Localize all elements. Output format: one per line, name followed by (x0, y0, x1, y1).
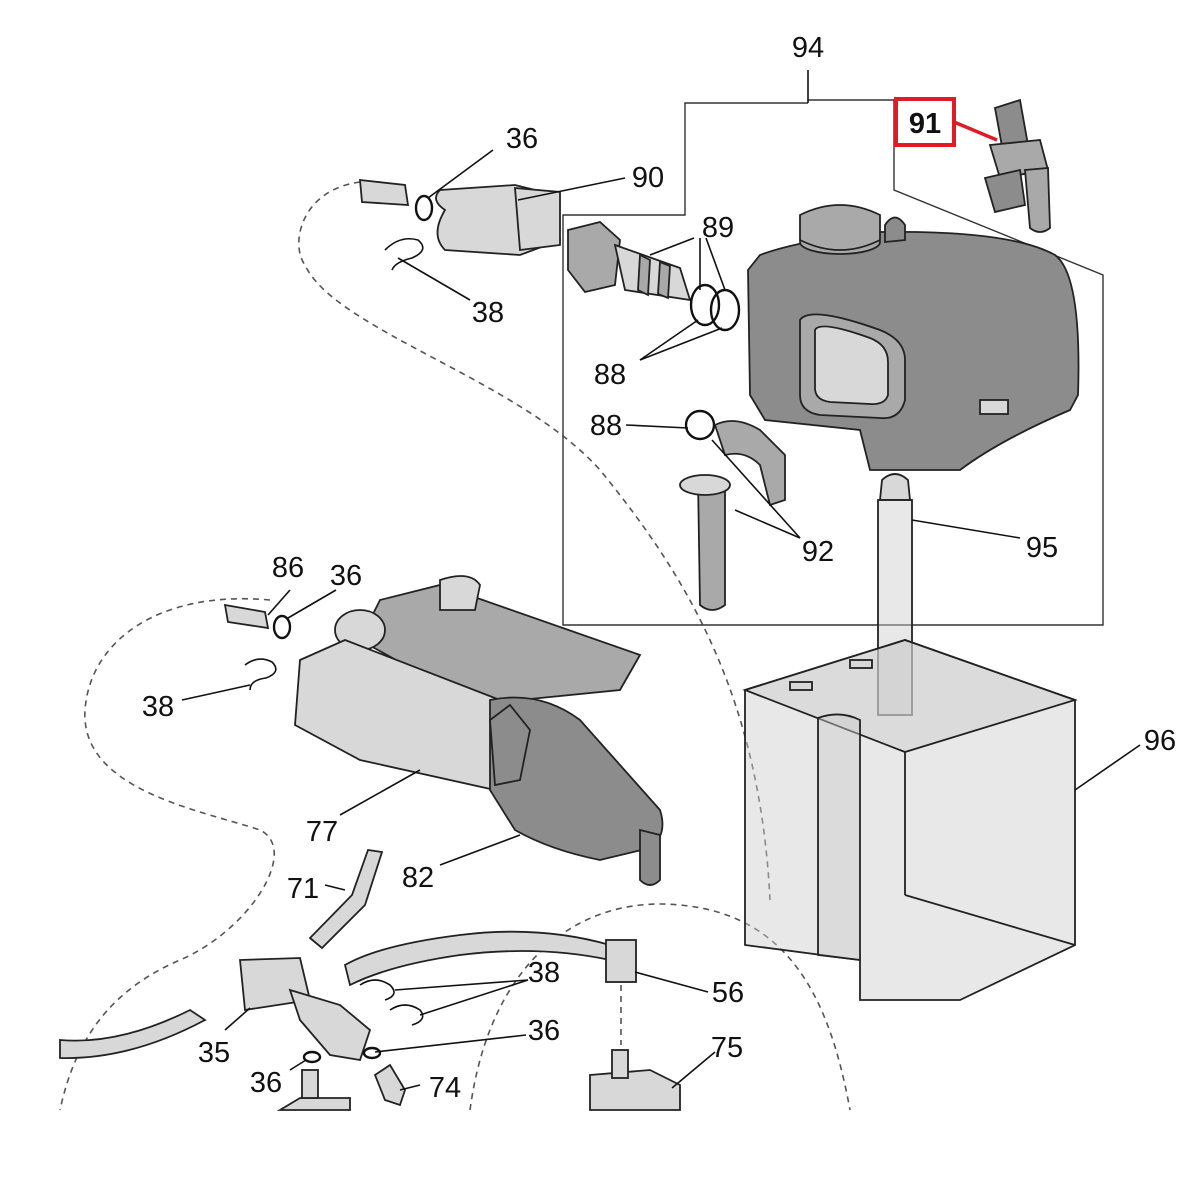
callout-90: 90 (632, 162, 664, 194)
callout-88: 88 (590, 410, 622, 442)
part-74-fitting (373, 1063, 406, 1107)
callout-74: 74 (429, 1072, 461, 1104)
part-71-hose (308, 849, 384, 950)
callout-91-highlight (894, 97, 998, 147)
part-35-valve (239, 957, 372, 1062)
part-82-motor (489, 696, 664, 886)
part-94-reservoir (747, 204, 1080, 471)
callout-77: 77 (306, 816, 338, 848)
callout-75: 75 (711, 1032, 743, 1064)
part-56-sensor (605, 939, 637, 1045)
lower-left-block (276, 1069, 351, 1111)
callout-36: 36 (506, 123, 538, 155)
callout-91: 91 (909, 108, 941, 140)
callout-95: 95 (1026, 532, 1058, 564)
callout-89: 89 (702, 212, 734, 244)
clips-38 (244, 237, 424, 1026)
part-75-block (589, 1049, 681, 1111)
callout-38: 38 (528, 957, 560, 989)
callout-86: 86 (272, 552, 304, 584)
leader-lines (181, 149, 1141, 1091)
part-96-water-tank (742, 639, 1078, 1001)
part-90-valve (359, 178, 561, 256)
o-rings-36 (272, 194, 434, 1064)
callout-36: 36 (250, 1067, 282, 1099)
callout-96: 96 (1144, 725, 1176, 757)
part-77-pump (223, 575, 642, 792)
callout-56: 56 (712, 977, 744, 1009)
callout-92: 92 (802, 536, 834, 568)
callout-36: 36 (528, 1015, 560, 1047)
part-91-valve (983, 98, 1051, 233)
callout-88: 88 (594, 359, 626, 391)
callout-71: 71 (287, 873, 319, 905)
callout-35: 35 (198, 1037, 230, 1069)
highlight-leader (953, 120, 998, 142)
part-95-pipe (877, 473, 913, 716)
part-89-fitting (567, 221, 692, 302)
callout-36: 36 (330, 560, 362, 592)
callout-38: 38 (142, 691, 174, 723)
o-rings-88 (684, 283, 741, 441)
callout-94: 94 (792, 32, 824, 64)
part-92-tubes (679, 420, 786, 611)
dashed-guide-lines (59, 181, 851, 1111)
callout-38: 38 (472, 297, 504, 329)
callout-labels: 94 91 36 90 89 38 88 88 92 95 86 36 38 9… (142, 32, 1176, 1104)
callout-82: 82 (402, 862, 434, 894)
